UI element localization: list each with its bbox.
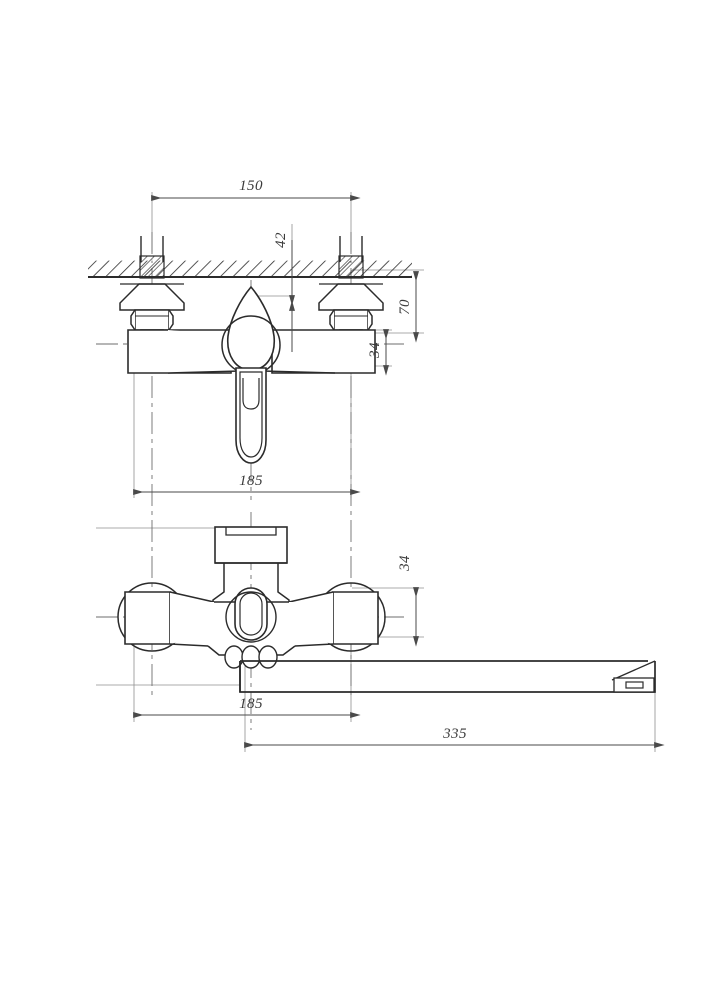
dimension-335-label: 335 xyxy=(442,726,467,742)
inlet-connector-right xyxy=(318,236,384,343)
dimension-185-front-label: 185 xyxy=(239,473,263,489)
mixer-body-plan xyxy=(124,587,379,656)
dimension-185-plan-label: 185 xyxy=(239,696,263,712)
swivel-spout xyxy=(239,660,656,693)
lever-handle-front xyxy=(221,285,281,464)
dimension-335: 335 xyxy=(244,726,665,748)
dimension-150: 150 xyxy=(151,178,361,201)
dimension-34-plan: 34 xyxy=(397,555,419,647)
dimension-70-label: 70 xyxy=(397,299,413,315)
dimension-42-label: 42 xyxy=(273,232,289,248)
dimension-34-plan-label: 34 xyxy=(397,555,413,572)
dimension-185-front: 185 xyxy=(133,473,361,495)
dimension-70: 70 xyxy=(397,271,419,343)
dimension-185-plan: 185 xyxy=(133,696,361,718)
dimension-34-front: 34 xyxy=(367,329,389,376)
dimension-34-front-label: 34 xyxy=(367,342,383,359)
diverter-balls xyxy=(224,645,278,669)
dimension-42: 42 xyxy=(273,232,295,352)
dimension-150-label: 150 xyxy=(239,178,263,194)
